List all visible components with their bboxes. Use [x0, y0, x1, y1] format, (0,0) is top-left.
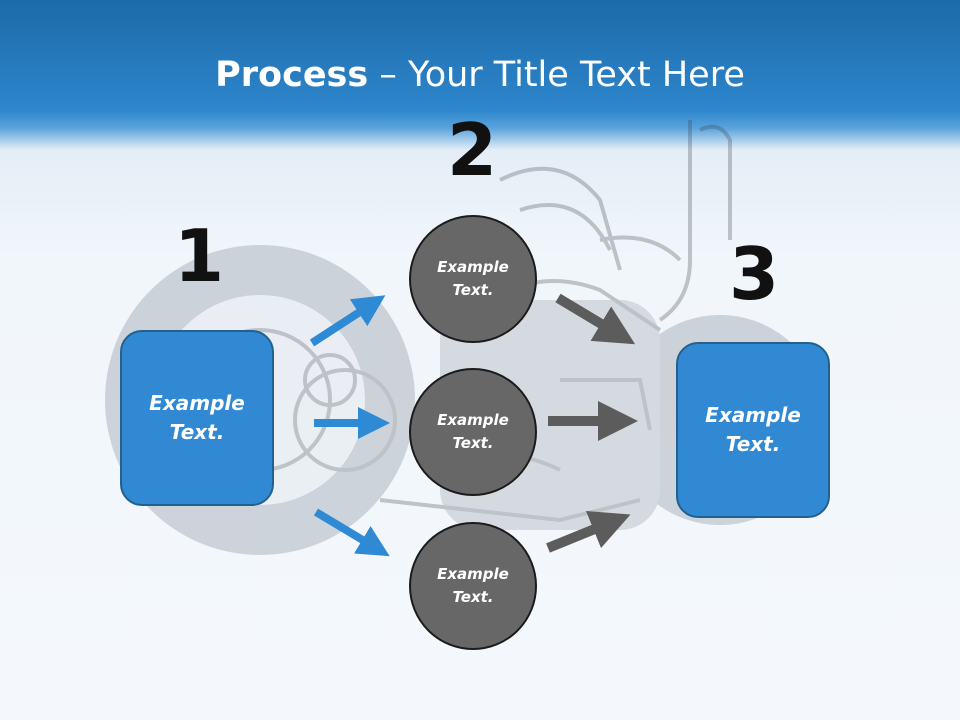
title-bold: Process — [215, 55, 369, 95]
step-2-circle-bottom-text: Example Text. — [437, 565, 509, 606]
page-title: Process – Your Title Text Here — [0, 52, 960, 98]
step-3-text: Example Text. — [705, 403, 801, 456]
step-3-box: Example Text. — [676, 342, 830, 518]
step-3-number: 3 — [728, 232, 780, 316]
step-2-number: 2 — [446, 108, 498, 192]
step-1-text: Example Text. — [149, 391, 245, 444]
title-rest: – Your Title Text Here — [368, 55, 745, 95]
arrow-1-to-2-bottom — [313, 508, 390, 557]
arrow-2-top-to-3 — [555, 293, 636, 345]
step-1-box: Example Text. — [120, 330, 274, 506]
step-2-circle-middle: Example Text. — [409, 368, 537, 496]
step-1-number: 1 — [173, 214, 225, 298]
step-2-circle-bottom: Example Text. — [409, 522, 537, 650]
step-2-circle-top-text: Example Text. — [437, 258, 509, 299]
step-2-circle-top: Example Text. — [409, 215, 537, 343]
arrow-2-bottom-to-3 — [546, 510, 631, 553]
step-2-circle-middle-text: Example Text. — [437, 411, 509, 452]
arrow-1-to-2-top — [309, 295, 386, 347]
